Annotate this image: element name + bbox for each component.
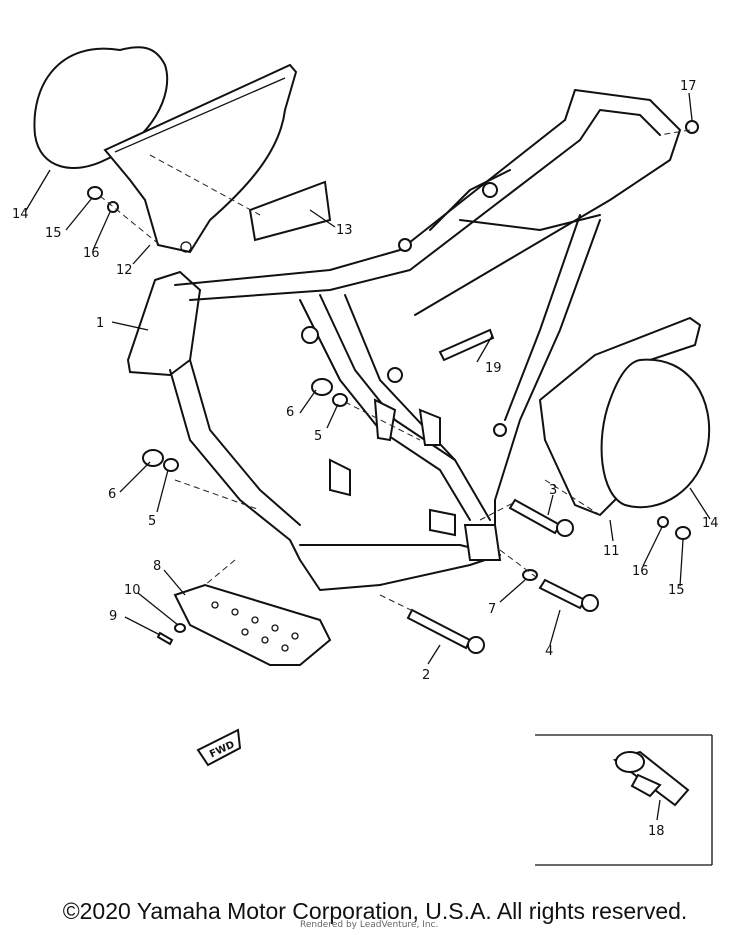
callout-19: 19 [485, 361, 502, 376]
callout-10: 10 [124, 583, 141, 598]
nut-6a [311, 378, 333, 396]
washer-5b [163, 458, 179, 472]
callout-17: 17 [680, 79, 697, 94]
left-side-cover-group [33, 46, 298, 254]
callout-4: 4 [545, 644, 553, 659]
render-credit: Rendered by LeadVenture, Inc. [300, 920, 439, 930]
right-side-cover-group [538, 316, 711, 517]
callout-1: 1 [96, 316, 104, 331]
callout-14-right: 14 [702, 516, 719, 531]
washer-16b [657, 516, 669, 528]
left-side-cover [103, 63, 298, 254]
bolt-15b [675, 526, 691, 540]
nut-6b [142, 449, 164, 467]
callout-15-right: 15 [668, 583, 685, 598]
callout-5-left: 5 [148, 514, 156, 529]
skid-plate [173, 583, 332, 666]
callout-5-center: 5 [314, 429, 322, 444]
bolt-4 [538, 578, 587, 610]
washer-7 [522, 569, 538, 581]
callout-9: 9 [109, 609, 117, 624]
callout-11: 11 [603, 544, 620, 559]
hardware [87, 120, 699, 654]
right-number-plate [600, 358, 711, 509]
washer-5a [332, 393, 348, 407]
bolt-2 [406, 608, 472, 650]
callout-16-right: 16 [632, 564, 649, 579]
bolt-3 [508, 498, 562, 535]
copyright-notice: ©2020 Yamaha Motor Corporation, U.S.A. A… [62, 898, 688, 924]
callout-15-left: 15 [45, 226, 62, 241]
callout-7: 7 [488, 602, 496, 617]
left-emblem [248, 180, 332, 242]
bolt-15a [87, 186, 103, 200]
inset-part-18 [535, 734, 713, 866]
bracket-19 [438, 328, 495, 362]
bolt-9 [156, 631, 174, 646]
callout-3: 3 [549, 483, 557, 498]
callout-13: 13 [336, 223, 353, 238]
callout-12: 12 [116, 263, 133, 278]
callout-2: 2 [422, 668, 430, 683]
main-frame [126, 89, 681, 591]
steering-head [126, 270, 202, 377]
callout-16-left: 16 [83, 246, 100, 261]
assembly-lines [99, 129, 691, 613]
callout-8: 8 [153, 559, 161, 574]
callout-numbers: 1 2 3 4 5 5 6 6 7 8 9 10 11 12 13 14 14 … [12, 79, 719, 839]
leader-lines [24, 92, 711, 665]
fwd-arrow: FWD [196, 728, 242, 767]
washer-10 [174, 623, 186, 633]
nut-17 [685, 120, 699, 134]
callout-6-left: 6 [108, 487, 116, 502]
callout-6-center: 6 [286, 405, 294, 420]
callout-18: 18 [648, 824, 665, 839]
callout-14-left: 14 [12, 207, 29, 222]
